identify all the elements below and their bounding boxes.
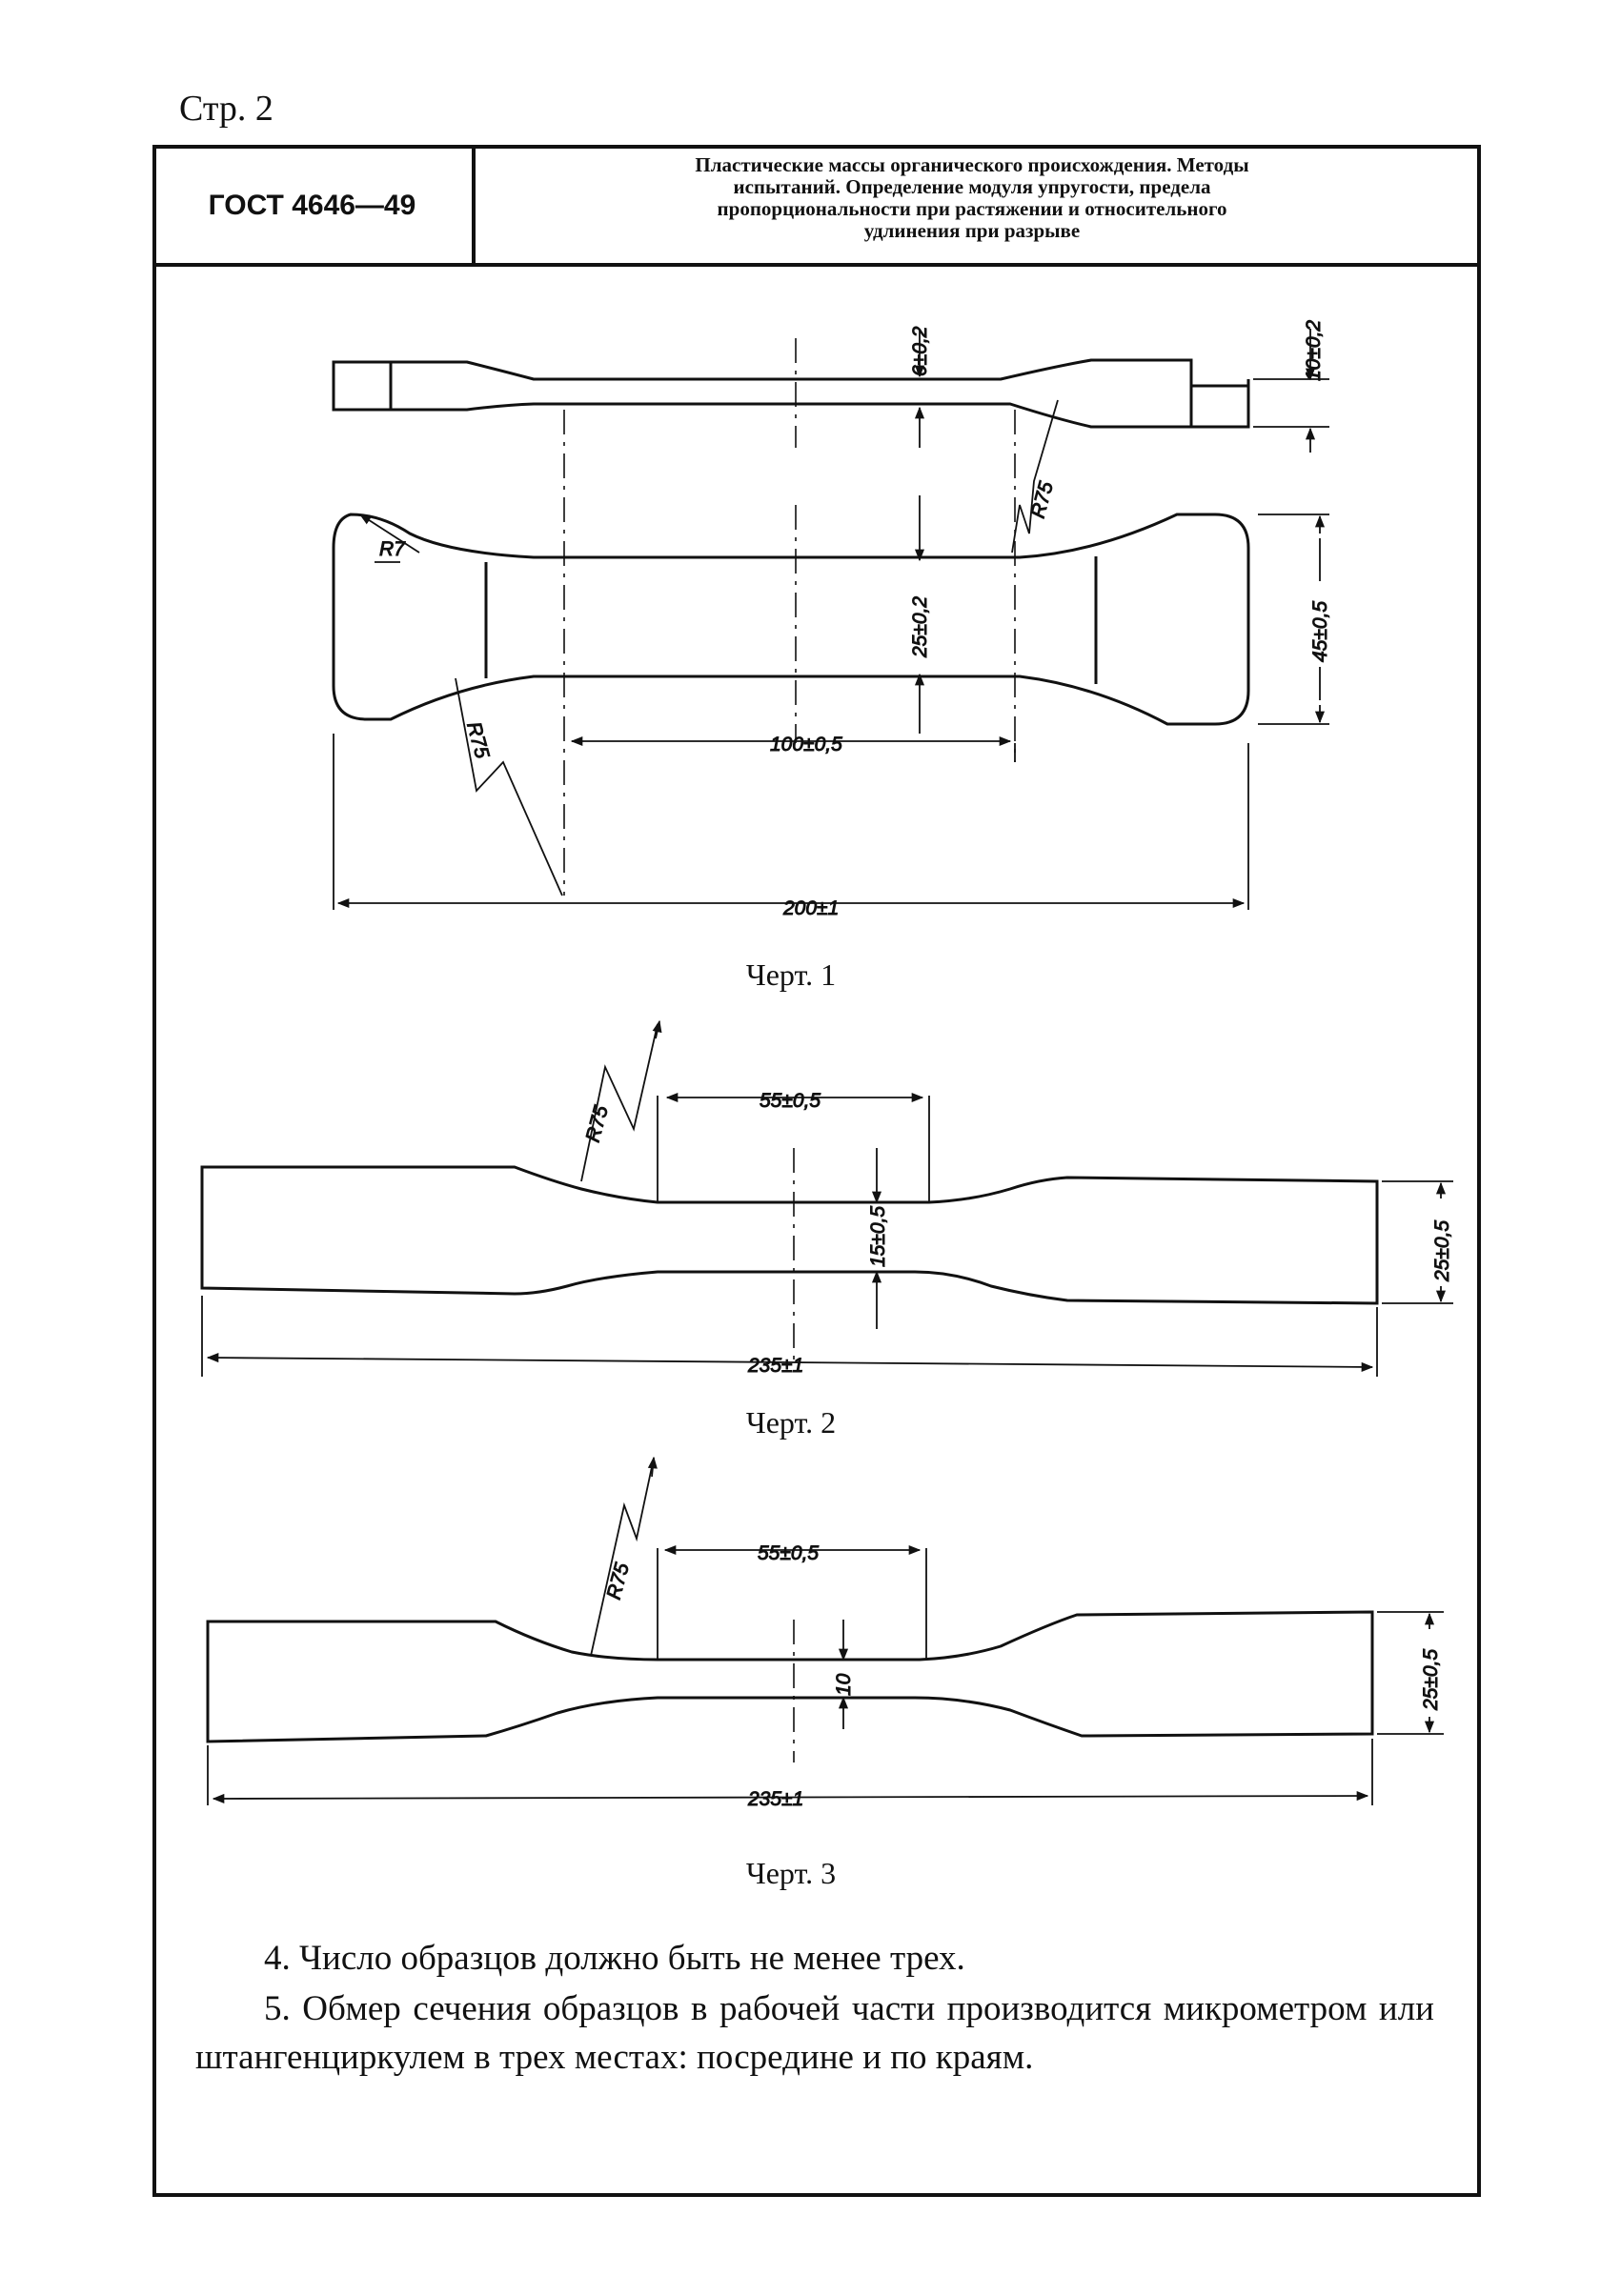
document-header: ГОСТ 4646—49 Пластические массы органиче…	[152, 145, 1477, 267]
dim-length-total: 235±1	[747, 1355, 803, 1377]
figure-2-drawing: R75 55±0,5 15±0,5 25±0,5 235±1	[200, 1019, 1454, 1378]
specimen-side-view	[332, 358, 1250, 429]
dim-width-mid: 10	[833, 1673, 855, 1696]
dim-length-total: 200±1	[782, 897, 839, 919]
figure-1-caption: Черт. 1	[745, 957, 837, 992]
title-line: испытаний. Определение модуля упругости,…	[733, 175, 1211, 198]
dim-radius-bottom: R75	[462, 719, 493, 760]
dim-width-end: 25±0,5	[1431, 1220, 1453, 1282]
figure-1-drawing: 6±0,2 10±0,2 R7 R75 25±0,2 45±0,5 R75 10…	[332, 319, 1332, 920]
specimen-fig3-outline	[206, 1610, 1374, 1743]
title-line: удлинения при разрыве	[863, 219, 1081, 242]
body-text: 4. Число образцов должно быть не менее т…	[195, 1934, 1434, 2084]
dim-radius: R75	[582, 1103, 613, 1144]
dim-length-mid: 100±0,5	[770, 734, 842, 755]
dim-length-work: 55±0,5	[760, 1090, 821, 1112]
dim-thickness-mid: 6±0,2	[909, 326, 931, 376]
dim-width-mid: 25±0,2	[909, 596, 931, 658]
specimen-fig2-outline	[200, 1165, 1379, 1305]
dim-width-mid: 15±0,5	[867, 1206, 889, 1267]
standard-title: Пластические массы органического происхо…	[481, 154, 1463, 259]
dim-length-work: 55±0,5	[758, 1542, 819, 1564]
figure-3-drawing: R75 55±0,5 10 25±0,5 235±1	[206, 1456, 1444, 1811]
dim-radius-top: R75	[1027, 479, 1058, 520]
dim-radius-small: R7	[379, 538, 406, 560]
figure-3-caption: Черт. 3	[745, 1856, 837, 1890]
dim-radius: R75	[603, 1561, 634, 1601]
dim-thickness-end: 10±0,2	[1303, 320, 1325, 381]
figure-2-caption: Черт. 2	[745, 1405, 837, 1440]
page-number: Стр. 2	[179, 89, 274, 129]
dim-length-total: 235±1	[747, 1788, 803, 1810]
figure-1-dimension-lines	[333, 329, 1329, 910]
specimen-top-view	[332, 513, 1250, 726]
dim-width-end: 45±0,5	[1309, 601, 1331, 662]
paragraph-4: 4. Число образцов должно быть не менее т…	[264, 1939, 965, 1978]
title-line: пропорциональности при растяжении и отно…	[717, 197, 1227, 220]
dim-width-end: 25±0,5	[1420, 1649, 1442, 1711]
standard-code: ГОСТ 4646—49	[152, 149, 476, 263]
page-frame	[152, 145, 1481, 2197]
paragraph-5: 5. Обмер сечения образцов в рабочей част…	[195, 1989, 1434, 2077]
figure-1-center-lines	[563, 338, 1016, 896]
title-line: Пластические массы органического происхо…	[695, 153, 1249, 176]
